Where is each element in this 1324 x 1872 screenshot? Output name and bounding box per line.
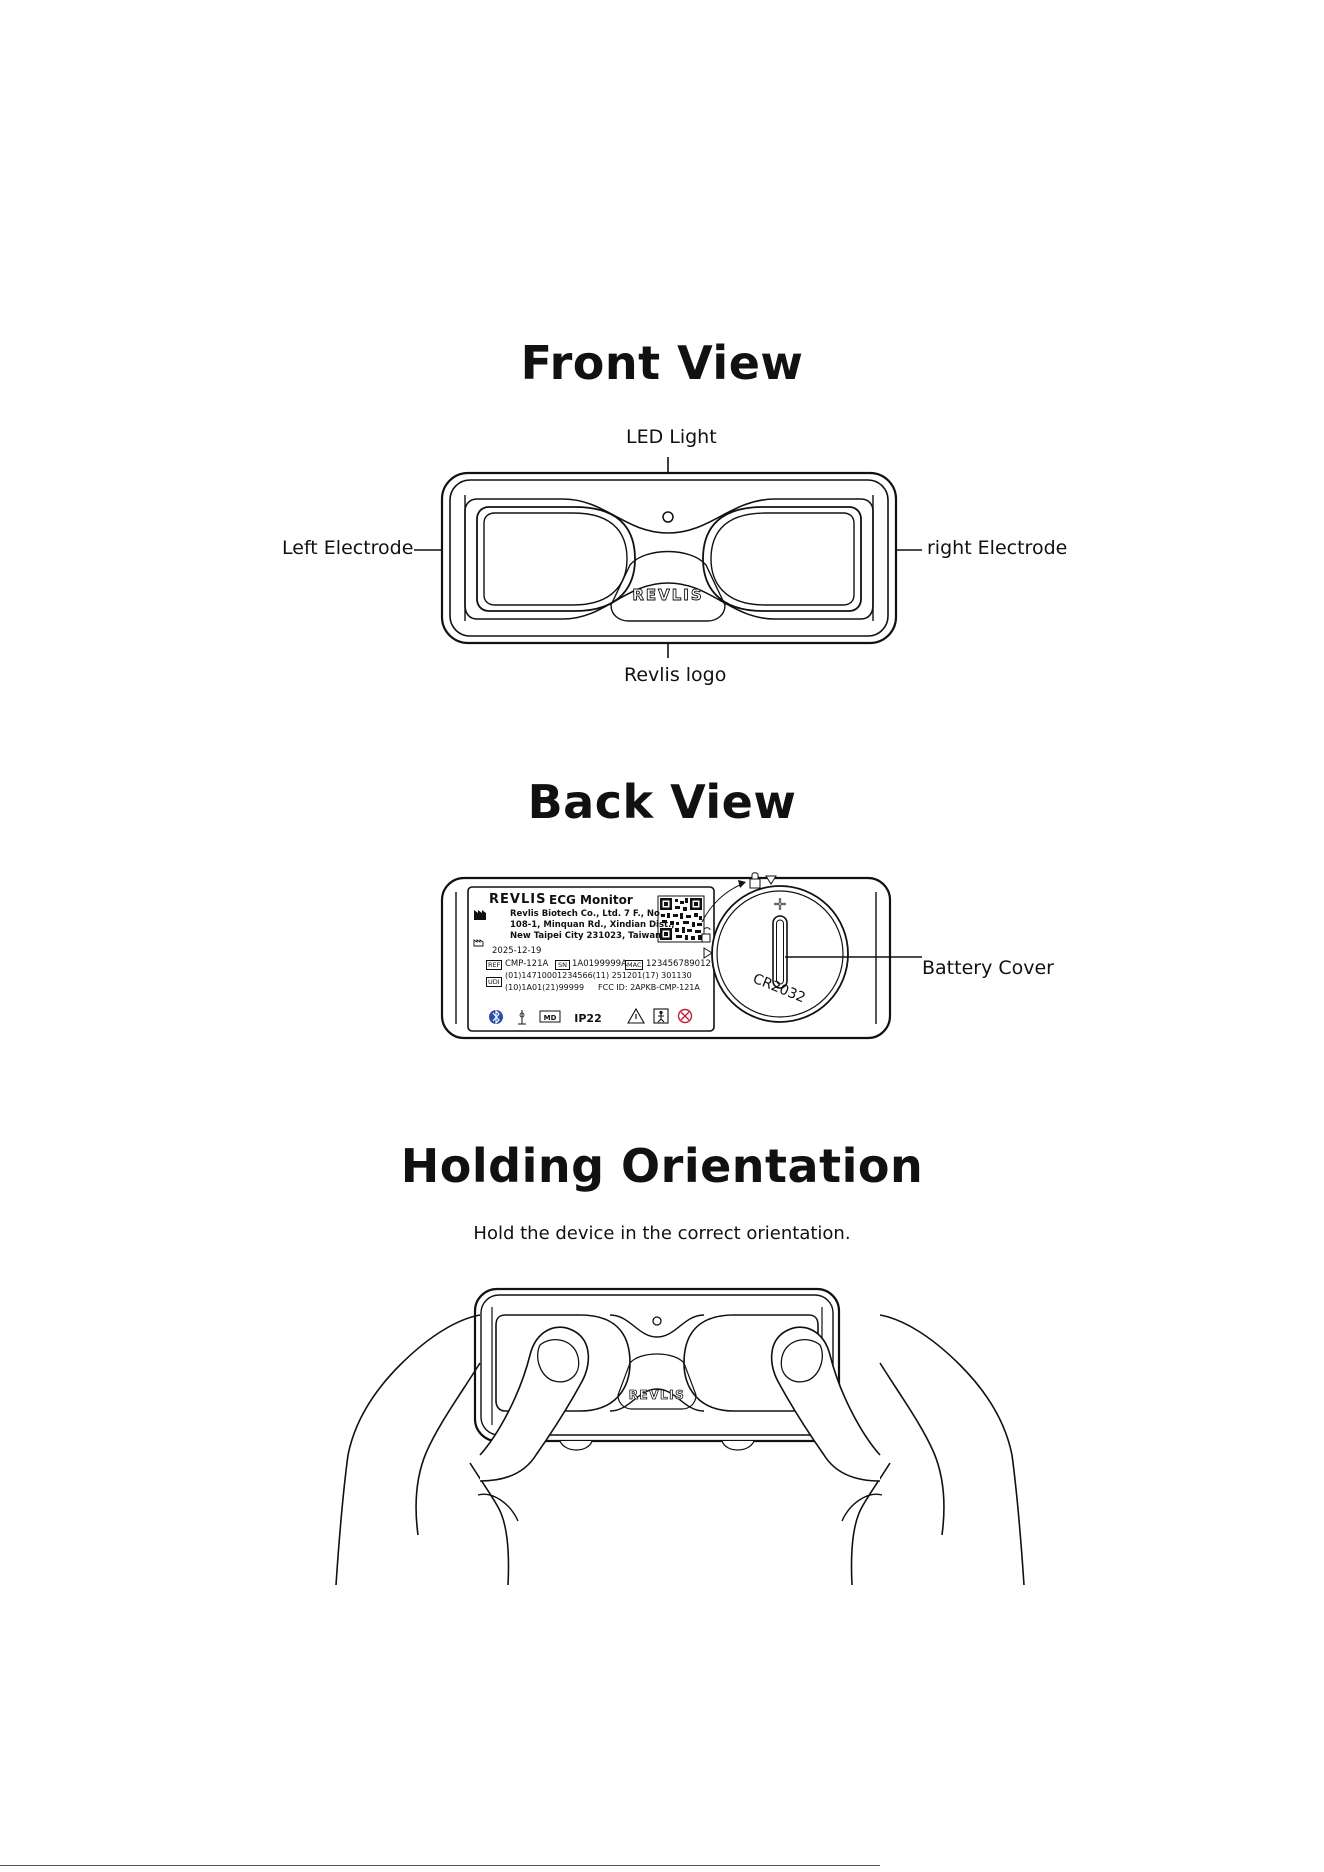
- unlock-icon: [701, 927, 711, 943]
- holding-orientation-title: Holding Orientation: [400, 1139, 924, 1193]
- sticker-ref-value: CMP-121A: [505, 959, 549, 969]
- humidity-limit-icon: [518, 1010, 526, 1025]
- svg-text:IP22: IP22: [574, 1012, 601, 1025]
- back-view-title: Back View: [527, 775, 797, 829]
- sticker-product: ECG Monitor: [549, 893, 633, 907]
- led-light-icon: [662, 511, 674, 523]
- sticker-ref-tag: REF: [486, 960, 503, 970]
- right-thumb: [770, 1326, 881, 1482]
- battery-cover-label: Battery Cover: [922, 957, 1054, 979]
- battery-cover[interactable]: [711, 885, 849, 1023]
- holding-device-logo: REVLIS: [629, 1388, 685, 1402]
- front-device-logo: REVLIS: [632, 586, 703, 604]
- holding-led-light-icon: [652, 1316, 662, 1326]
- rotate-arrow-icon: [701, 883, 743, 923]
- sticker-date: 2025-12-19: [492, 946, 542, 956]
- sticker-fcc: FCC ID: 2APKB-CMP-121A: [598, 983, 700, 992]
- holding-hands-illustration: REVLIS: [335, 1287, 1025, 1586]
- revlis-logo-label: Revlis logo: [624, 664, 727, 686]
- footer-divider: [0, 1865, 880, 1866]
- qr-code: [657, 895, 705, 943]
- holding-orientation-caption: Hold the device in the correct orientati…: [473, 1223, 851, 1244]
- sticker-udi-tag: UDI: [486, 977, 502, 987]
- sticker-udi-line1: (01)14710001234566(11) 251201(17) 301130: [505, 971, 692, 980]
- sticker-mac-tag: MAC: [625, 960, 644, 970]
- md-icon: [539, 1010, 561, 1023]
- triangle-marker-left-icon: [703, 947, 713, 959]
- sticker-mac-value: 123456789012: [646, 959, 711, 969]
- right-hand: [879, 1314, 1025, 1586]
- left-hand: [335, 1314, 481, 1586]
- sticker-manufacturer-line2: 108-1, Minquan Rd., Xindian Dist.,: [510, 920, 675, 930]
- left-electrode-label: Left Electrode: [282, 537, 414, 559]
- sticker-manufacturer-line3: New Taipei City 231023, Taiwan: [510, 931, 662, 941]
- led-light-label: LED Light: [626, 426, 717, 448]
- left-thumb: [479, 1326, 590, 1482]
- regulatory-symbols-row: MD IP22: [489, 1007, 693, 1025]
- front-view-device-illustration: REVLIS: [414, 457, 922, 658]
- front-view-title: Front View: [520, 336, 804, 390]
- manufacturer-icon: [474, 910, 486, 920]
- sticker-udi-line2: (10)1A01(21)99999: [505, 983, 585, 992]
- back-view-device-illustration: MD IP22 CR2032: [440, 872, 922, 1040]
- sticker-manufacturer-line1: Revlis Biotech Co., Ltd. 7 F., No.: [510, 909, 664, 919]
- sticker-sn-tag: SN: [555, 960, 570, 970]
- sticker-sn-value: 1A0199999A: [572, 959, 627, 969]
- sticker-brand: REVLIS: [489, 892, 547, 907]
- lock-icon: [749, 872, 761, 889]
- date-manufacture-icon: [473, 939, 484, 947]
- svg-text:MD: MD: [544, 1014, 557, 1022]
- right-electrode-label: right Electrode: [927, 537, 1068, 559]
- triangle-marker-icon: [765, 875, 777, 885]
